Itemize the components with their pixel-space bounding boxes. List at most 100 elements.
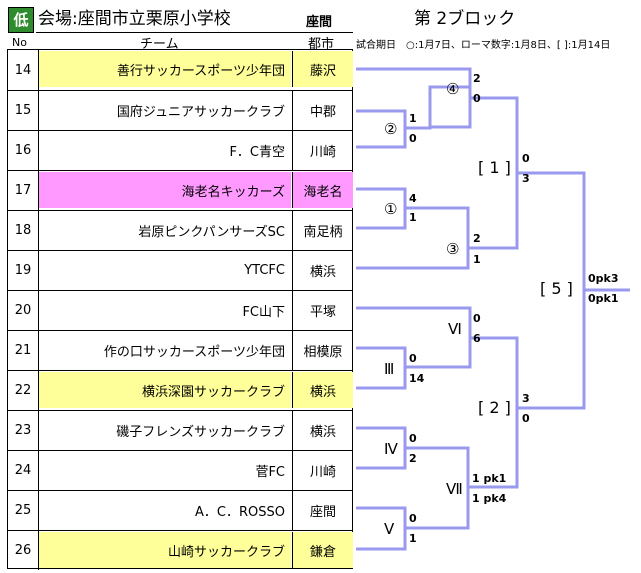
team-name: A．C．ROSSO (195, 504, 285, 520)
team-city: 相模原 (292, 331, 353, 370)
team-no: 24 (8, 451, 39, 490)
column-header-no: No (12, 36, 27, 49)
table-row: 23 磯子フレンズサッカークラブ横浜 (8, 410, 352, 450)
team-city: 鎌倉 (292, 532, 353, 568)
team-city: 南足柄 (292, 211, 353, 250)
match-label: [ 1 ] (478, 158, 511, 177)
team-no: 25 (8, 491, 39, 530)
team-no: 19 (8, 251, 39, 290)
team-no: 21 (8, 331, 39, 370)
team-name: 国府ジュニアサッカークラブ (116, 104, 285, 120)
team-city: 川崎 (292, 451, 353, 490)
match-label: [ 2 ] (478, 398, 511, 417)
score-bottom: 6 (473, 332, 481, 345)
bracket-line-m1 (356, 187, 407, 230)
match-label: Ⅲ (384, 360, 395, 378)
match-label: Ⅵ (448, 320, 462, 338)
venue-title: 会場:座間市立栗原小学校 (38, 9, 231, 29)
match-label: ① (384, 200, 398, 218)
table-row: 19 YTCFC 横浜 (8, 250, 352, 290)
team-city: 藤沢 (292, 51, 353, 87)
bracket-line-mIII (356, 346, 407, 390)
score-top: 2 (473, 232, 481, 245)
score-bottom: 1 (409, 532, 417, 545)
category-badge: 低 (8, 7, 34, 33)
table-row: 15 国府ジュニアサッカークラブ中郡 (8, 90, 352, 130)
match-label: ④ (446, 80, 460, 98)
venue-city-header: 座間 (306, 15, 333, 30)
match-label: Ⅴ (384, 520, 395, 538)
team-city: 中郡 (292, 91, 353, 130)
team-no: 18 (8, 211, 39, 250)
score-top: 0 (409, 432, 417, 445)
team-no: 15 (8, 91, 39, 130)
team-name: FC山下 (242, 304, 285, 320)
team-name: 海老名キッカーズ (39, 172, 291, 208)
match-label: Ⅶ (446, 480, 463, 498)
team-name: YTCFC (244, 262, 285, 278)
team-city: 横浜 (292, 411, 353, 450)
team-no: 20 (8, 291, 39, 330)
title-underline (36, 32, 353, 33)
score-top: 3 (522, 392, 530, 405)
team-no: 14 (8, 50, 39, 90)
block-title: 第 2ブロック (414, 9, 516, 29)
team-no: 16 (8, 131, 39, 170)
team-name: 岩原ピンクパンサーズSC (138, 224, 285, 240)
team-no: 26 (8, 531, 39, 570)
team-no: 23 (8, 411, 39, 450)
score-top: 1 (409, 112, 417, 125)
team-city: 川崎 (292, 131, 353, 170)
score-bottom: 1 (473, 253, 481, 266)
score-bottom: 3 (522, 172, 530, 185)
score-bottom: 0 (409, 132, 417, 145)
team-name: 山崎サッカークラブ (39, 532, 291, 568)
score-bottom: 1 (409, 211, 417, 224)
score-top: 0 (409, 512, 417, 525)
team-name: 善行サッカースポーツ少年団 (39, 51, 291, 87)
score-top: 0 (409, 352, 417, 365)
score-top: 0 (522, 152, 530, 165)
team-city: 横浜 (292, 251, 353, 290)
match-label: [ 5 ] (540, 279, 573, 298)
bracket-line-m2 (356, 109, 407, 149)
team-city: 海老名 (292, 172, 353, 208)
score-top: 4 (409, 192, 417, 205)
team-city: 横浜 (292, 372, 353, 408)
team-no: 22 (8, 371, 39, 410)
team-city: 平塚 (292, 291, 353, 330)
score-top: 0pk3 (588, 272, 619, 285)
bracket-line-mVII (405, 446, 470, 530)
score-bottom: 14 (409, 372, 425, 385)
score-top: 0 (473, 312, 481, 325)
match-label: Ⅳ (384, 440, 398, 458)
team-name: 横浜深園サッカークラブ (39, 372, 291, 408)
team-no: 17 (8, 171, 39, 210)
table-row: 20 FC山下平塚 (8, 290, 352, 330)
team-name: 作の口サッカースポーツ少年団 (103, 344, 285, 360)
bracket-line-mV (356, 506, 407, 551)
column-header-team: チーム (140, 37, 179, 52)
bracket-line-m3-upper (405, 206, 470, 249)
score-top: 2 (473, 72, 481, 85)
match-label: ③ (446, 240, 460, 258)
score-bottom: 0 (522, 412, 530, 425)
team-city: 座間 (292, 491, 353, 530)
bracket-line-b2 (468, 336, 519, 489)
match-label: ② (384, 120, 398, 138)
schedule-note: 試合期日 ○:1月7日、ローマ数字:1月8日、[ ]:1月14日 (356, 40, 611, 51)
score-top: 1 pk1 (472, 472, 507, 485)
bracket-line-m4-lower (405, 85, 470, 130)
score-bottom: 1 pk4 (472, 492, 507, 505)
team-name: 磯子フレンズサッカークラブ (116, 424, 285, 440)
table-row: 25 A．C．ROSSO 座間 (8, 490, 352, 530)
bracket-line-m3-lower (356, 249, 470, 270)
